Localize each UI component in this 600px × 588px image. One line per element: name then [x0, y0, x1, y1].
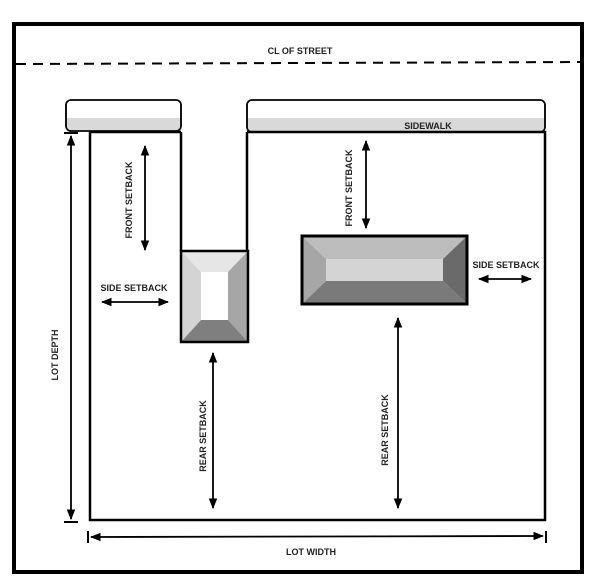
building-small: [179, 249, 250, 344]
sidewalk-left: [65, 99, 182, 132]
large-front-setback-label: FRONT SETBACK: [344, 149, 354, 226]
street-centerline: [15, 61, 581, 65]
large-rear-setback-label: REAR SETBACK: [380, 394, 390, 466]
lot-depth-dimension: LOT DEPTH: [50, 132, 78, 523]
street-centerline-label: CL OF STREET: [268, 46, 333, 56]
small-rear-setback: REAR SETBACK: [198, 351, 218, 510]
small-side-setback: SIDE SETBACK: [100, 283, 170, 307]
large-front-setback: FRONT SETBACK: [344, 139, 371, 230]
small-rear-setback-label: REAR SETBACK: [198, 400, 208, 472]
lot-depth-label: LOT DEPTH: [50, 330, 60, 381]
lot-boundary: [88, 130, 547, 522]
lot-width-label: LOT WIDTH: [286, 547, 336, 557]
large-rear-setback: REAR SETBACK: [380, 316, 403, 510]
outer-frame: [12, 22, 584, 574]
sidewalk-right: SIDEWALK: [246, 99, 546, 133]
building-large: [300, 234, 469, 306]
sidewalk-label: SIDEWALK: [404, 121, 452, 131]
small-front-setback: FRONT SETBACK: [124, 144, 150, 252]
large-side-setback-label: SIDE SETBACK: [472, 260, 540, 270]
small-side-setback-label: SIDE SETBACK: [100, 283, 168, 293]
small-front-setback-label: FRONT SETBACK: [124, 161, 134, 238]
large-side-setback: SIDE SETBACK: [472, 260, 540, 284]
lot-width-dimension: LOT WIDTH: [87, 531, 547, 557]
